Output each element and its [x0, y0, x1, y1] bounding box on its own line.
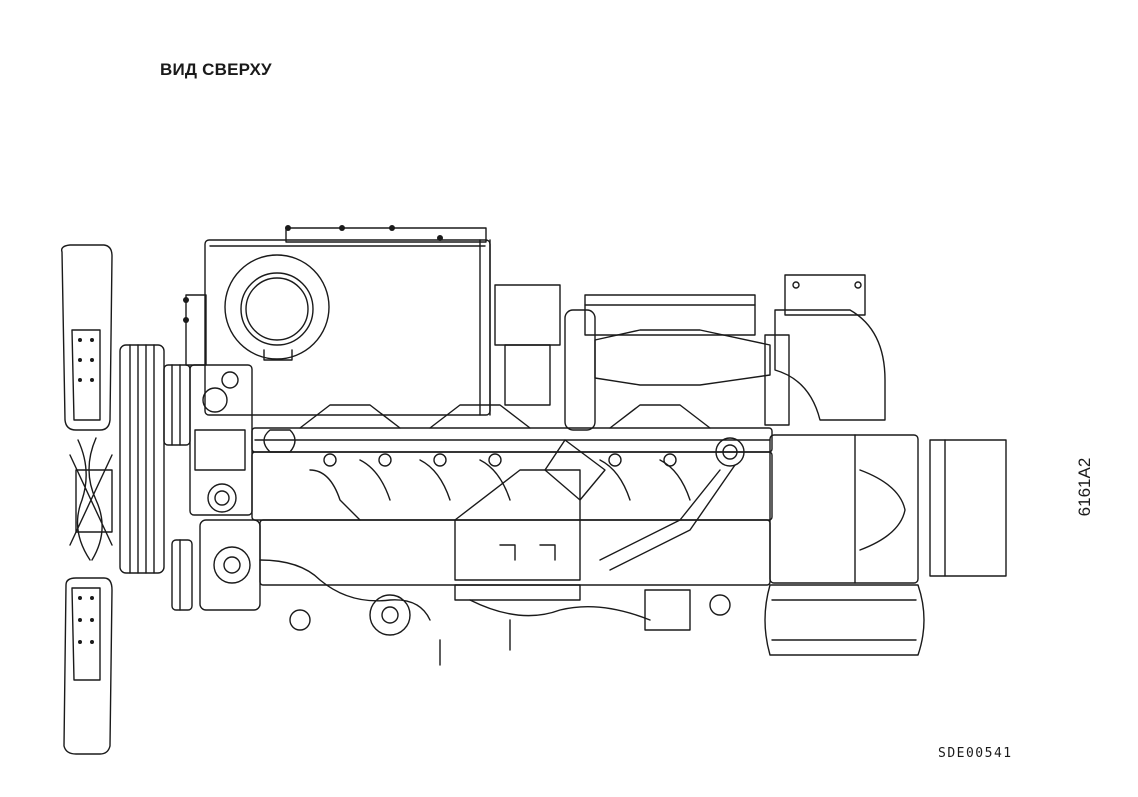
fan-blade-lower [64, 578, 112, 754]
fan-pulley [164, 365, 190, 445]
crank-pulley [120, 345, 164, 573]
pulley-stack [120, 345, 192, 610]
filter-top-clamp [286, 228, 486, 242]
alternator [200, 520, 260, 610]
air-intake-inner [241, 273, 313, 345]
air-intake-outer [225, 255, 329, 359]
injector-lines [310, 460, 690, 520]
flywheel-housing [765, 585, 924, 655]
oil-filler-cap [716, 438, 744, 466]
air-filter-housing [183, 225, 490, 415]
fan-blade-upper-inner [72, 330, 100, 420]
fan-hub [76, 470, 112, 532]
intake-pipe [595, 330, 770, 385]
fan-assembly [62, 245, 112, 754]
turbo-piping [495, 275, 885, 500]
intake-clamp [264, 350, 292, 360]
fan-blade-bolts [78, 338, 94, 644]
fan-blade-lower-inner [72, 588, 100, 680]
lower-pipes [260, 465, 735, 620]
front-cover [190, 365, 260, 610]
fan-blade-upper [62, 245, 112, 430]
air-box [765, 435, 1006, 655]
lower-block [260, 465, 770, 665]
fan-hub-twist [70, 438, 112, 560]
alternator-pulley [172, 540, 192, 610]
exhaust-outlet [930, 440, 1006, 576]
document-code-label: SDE00541 [938, 746, 1013, 761]
turbo-bracket [785, 275, 865, 315]
turbo-elbow [775, 310, 885, 420]
view-title: ВИД СВЕРХУ [160, 60, 272, 79]
